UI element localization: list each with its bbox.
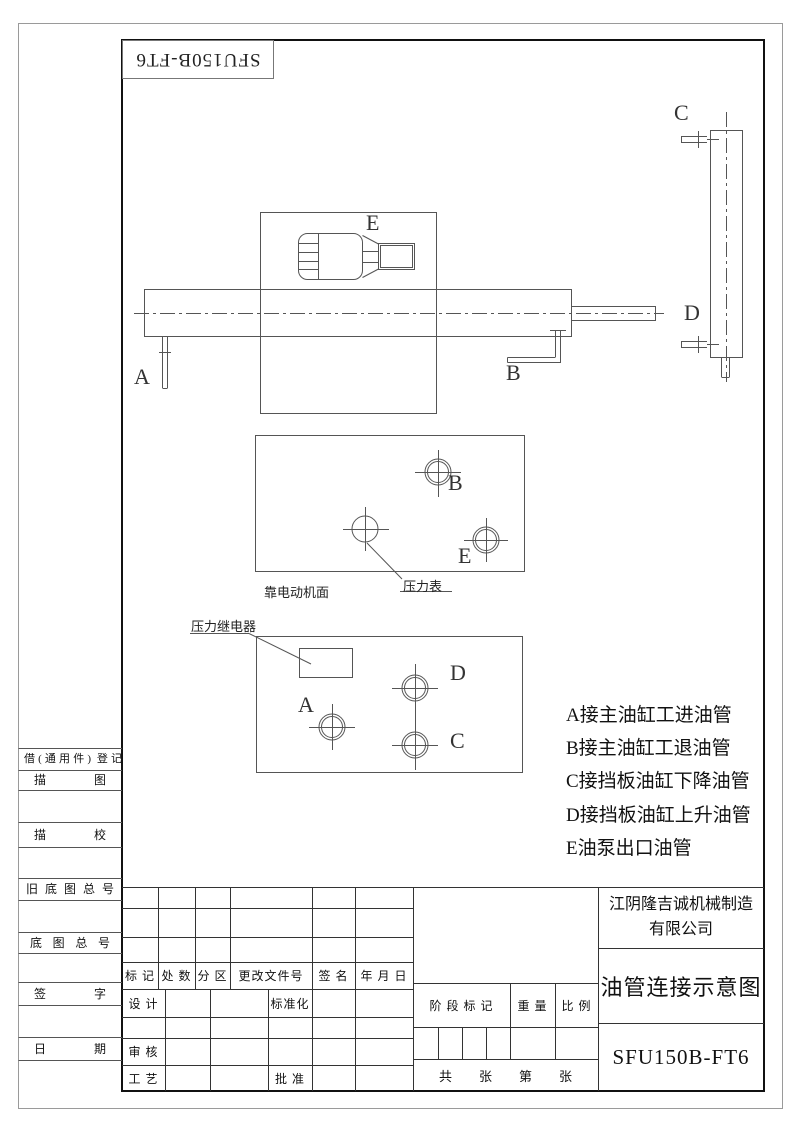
gauge-panel-port-b-label: B	[448, 470, 463, 495]
legend-line-a: A接主油缸工进油管	[566, 705, 732, 726]
sheets-total-label: 共	[439, 1068, 453, 1084]
margin-field-signature: 签 字	[34, 982, 106, 1005]
titleblock-process-label: 工 艺	[128, 1071, 159, 1086]
margin-field-tracing: 描 图	[34, 770, 106, 790]
left-margin-grid	[18, 748, 122, 1061]
titleblock-count-label: 处 数	[161, 969, 192, 983]
main-assembly-view	[134, 112, 743, 414]
assembly-port-c-label: C	[674, 100, 689, 125]
margin-field-register-text: 借(通用件) 登记	[24, 752, 122, 765]
titleblock-zone-label: 分 区	[197, 969, 228, 983]
company-name-line1: 江阴隆吉诚机械制造	[608, 895, 753, 913]
margin-field-tracing-text: 描 图	[34, 773, 106, 787]
titleblock-weight-label: 重 量	[517, 998, 548, 1013]
assembly-port-a-label: A	[134, 364, 150, 389]
company-name-line2: 有限公司	[648, 920, 713, 938]
drawing-title: 油管连接示意图	[600, 974, 762, 1000]
margin-field-signature-text: 签 字	[34, 986, 106, 1001]
margin-field-date-text: 日 期	[34, 1041, 106, 1056]
relay-panel-port-a-label: A	[298, 692, 314, 717]
gauge-panel-caption: 靠电动机面	[264, 585, 330, 600]
margin-field-date: 日 期	[34, 1037, 106, 1060]
margin-field-register: 借(通用件) 登记	[20, 748, 126, 770]
assembly-port-e-label: E	[366, 210, 380, 235]
relay-panel-view	[190, 633, 523, 773]
relay-panel-port-d-label: D	[450, 660, 466, 685]
margin-field-master-no-text: 底 图 总 号	[30, 935, 110, 950]
titleblock-standardization-label: 标准化	[270, 996, 310, 1011]
titleblock-audit-label: 审 核	[128, 1045, 159, 1059]
titleblock-sheets-row: 共 张 第 张	[413, 1059, 598, 1091]
titleblock-approve-label: 批 准	[274, 1071, 305, 1086]
sheet-index-unit: 张	[558, 1068, 572, 1084]
sheet-borders	[18, 23, 783, 1109]
titleblock-stage-mark-label: 阶 段 标 记	[429, 998, 494, 1013]
titleblock-sign-label: 签 名	[318, 969, 349, 983]
legend-line-e: E油泵出口油管	[566, 838, 692, 859]
margin-field-tracing-check-text: 描 校	[34, 827, 106, 842]
margin-field-old-master-no-text: 旧 底 图 总 号	[26, 882, 114, 896]
part-number-top: SFU150B-FT6	[135, 49, 261, 71]
drawing-number: SFU150B-FT6	[612, 1044, 750, 1069]
titleblock-ymd-label: 年 月 日	[360, 969, 408, 983]
margin-field-old-master-no: 旧 底 图 总 号	[26, 878, 114, 900]
margin-field-tracing-check: 描 校	[34, 822, 106, 847]
gauge-panel-view	[255, 435, 525, 592]
gauge-panel-port-e-label: E	[458, 543, 472, 568]
relay-panel-port-c-label: C	[450, 728, 465, 753]
titleblock-scale-label: 比 例	[561, 998, 592, 1013]
title-block-grid	[122, 887, 764, 1091]
titleblock-change-doc-label: 更改文件号	[238, 969, 304, 983]
sheets-total-unit: 张	[478, 1068, 492, 1084]
pressure-relay-note: 压力继电器	[191, 619, 257, 634]
legend-line-b: B接主油缸工退油管	[566, 738, 731, 759]
legend-line-d: D接挡板油缸上升油管	[566, 805, 751, 826]
company-name: 江阴隆吉诚机械制造 有限公司	[598, 887, 764, 948]
assembly-port-d-label: D	[684, 300, 700, 325]
legend-line-c: C接挡板油缸下降油管	[566, 771, 750, 792]
assembly-port-b-label: B	[506, 360, 521, 385]
titleblock-mark-label: 标 记	[124, 969, 155, 983]
pressure-gauge-note: 压力表	[403, 579, 443, 594]
sheet-index-label: 第	[518, 1068, 532, 1084]
margin-field-master-no: 底 图 总 号	[30, 932, 110, 953]
titleblock-design-label: 设 计	[128, 996, 159, 1011]
